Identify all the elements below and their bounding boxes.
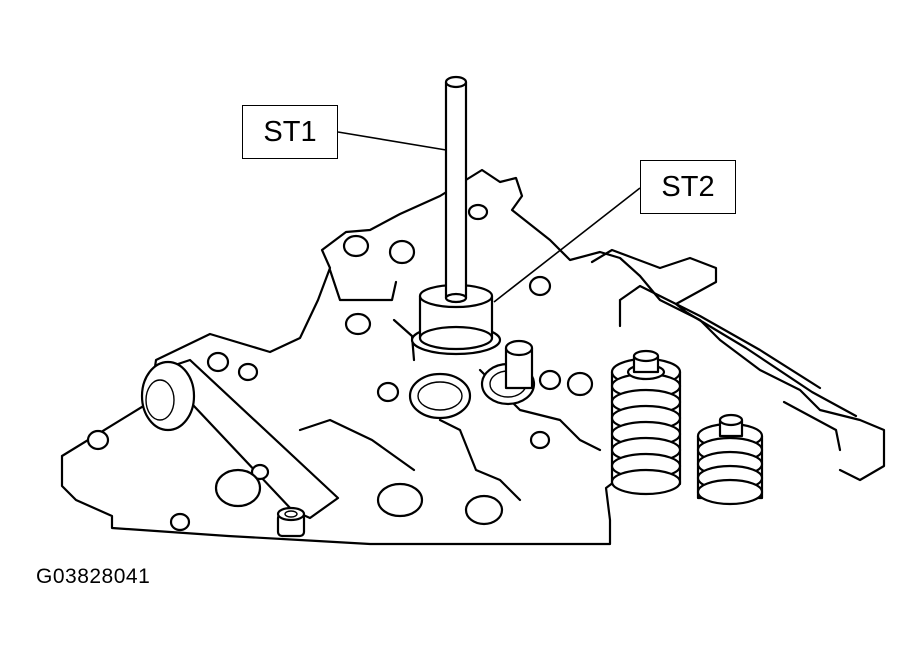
figure-id: G03828041 xyxy=(36,565,151,588)
st2-callout-label: ST2 xyxy=(640,160,736,214)
camshaft-end xyxy=(140,360,196,432)
valve-spring-right xyxy=(696,413,764,506)
valve-bore-left xyxy=(408,372,472,420)
cylinder-head-outline xyxy=(60,168,886,546)
camshaft xyxy=(158,358,340,520)
valve-spring-left xyxy=(610,349,682,496)
st1-callout-label: ST1 xyxy=(242,105,338,159)
st2-leader-line xyxy=(493,187,641,303)
rail-flange xyxy=(590,248,858,452)
st1-drift-rod xyxy=(444,75,468,304)
st1-leader-line xyxy=(337,131,447,151)
